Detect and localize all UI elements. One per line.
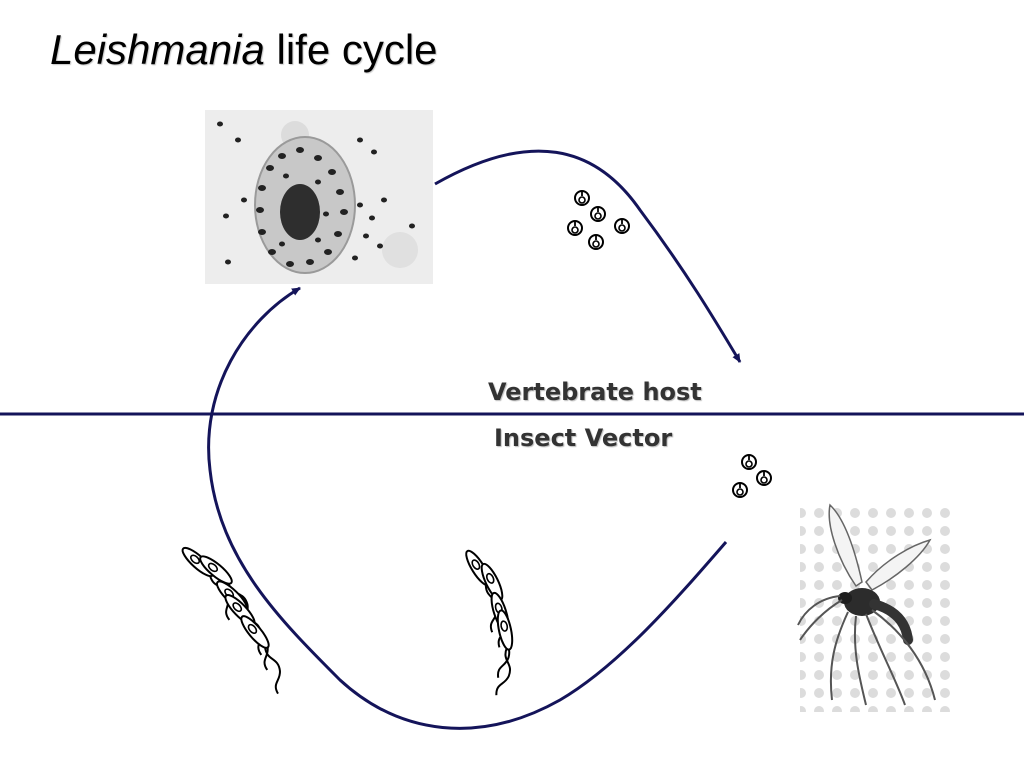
title-rest: life cycle — [276, 26, 438, 73]
macrophage-micrograph-image — [205, 110, 433, 284]
amastigote-cluster-vector — [732, 454, 772, 498]
title-genus: Leishmania — [50, 26, 265, 73]
slide-title: Leishmania life cycle — [50, 26, 438, 74]
promastigote-cluster-left — [167, 543, 301, 695]
cycle-arrow-host-to-vector — [434, 149, 742, 363]
vertebrate-host-label: Vertebrate host — [488, 378, 702, 406]
promastigote-cluster-right — [447, 546, 526, 697]
amastigote-cluster-host — [567, 190, 630, 250]
sandfly-image — [797, 500, 950, 712]
insect-vector-label: Insect Vector — [494, 424, 673, 452]
cycle-arrow-vector-to-host — [207, 286, 728, 730]
